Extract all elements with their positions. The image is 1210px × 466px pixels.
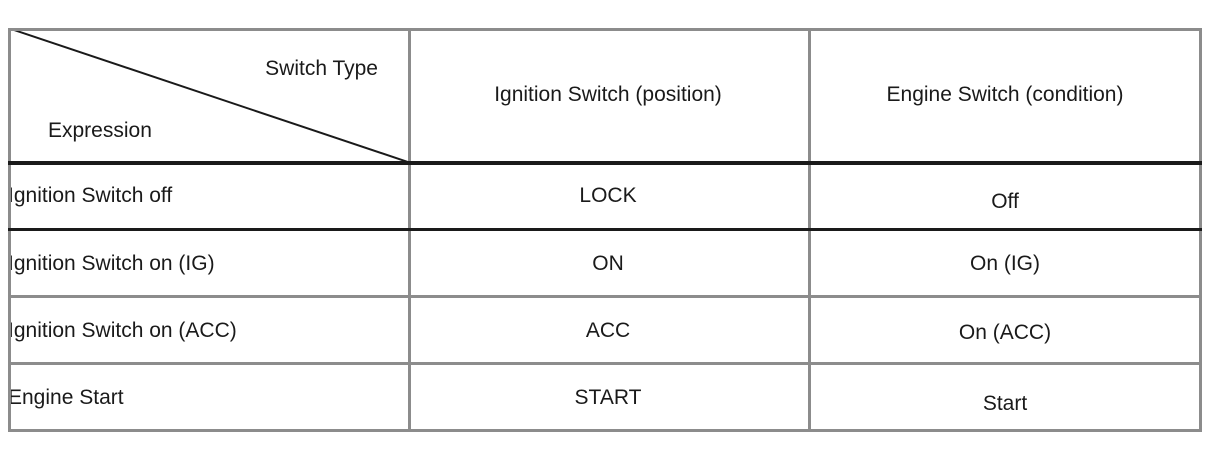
- table-border-bottom: [8, 429, 1202, 432]
- corner-label-switch-type: Switch Type: [265, 57, 378, 80]
- corner-label-expression: Expression: [48, 119, 152, 143]
- cell-ignition-position-start: START: [408, 364, 808, 432]
- column-header-engine-switch-condition: Engine Switch (condition): [808, 28, 1202, 163]
- row-divider-1: [8, 228, 1202, 231]
- table-row: Engine Start START Start: [8, 364, 1202, 432]
- cell-ignition-position-acc: ACC: [408, 297, 808, 365]
- row-label-engine-start: Engine Start: [8, 364, 408, 432]
- cell-engine-condition-on-acc: On (ACC): [808, 297, 1202, 365]
- row-label-ignition-switch-off: Ignition Switch off: [8, 162, 408, 230]
- table-row: Ignition Switch off LOCK Off: [8, 162, 1202, 230]
- row-label-ignition-switch-on-ig: Ignition Switch on (IG): [8, 229, 408, 298]
- column-header-ignition-switch-position: Ignition Switch (position): [408, 28, 808, 163]
- corner-header-cell: Switch Type Expression: [8, 28, 408, 163]
- header-bottom-rule: [8, 161, 1202, 165]
- cell-ignition-position-on: ON: [408, 229, 808, 298]
- cell-engine-condition-start: Start: [808, 364, 1202, 432]
- table-row: Ignition Switch on (ACC) ACC On (ACC): [8, 297, 1202, 365]
- row-label-ignition-switch-on-acc: Ignition Switch on (ACC): [8, 297, 408, 365]
- table-row: Ignition Switch on (IG) ON On (IG): [8, 229, 1202, 298]
- cell-ignition-position-lock: LOCK: [408, 162, 808, 230]
- table-header-row: Switch Type Expression Ignition Switch (…: [8, 28, 1202, 163]
- table-border-top: [8, 28, 1202, 31]
- row-divider-3: [8, 362, 1202, 365]
- row-divider-2: [8, 295, 1202, 298]
- cell-engine-condition-off: Off: [808, 162, 1202, 230]
- cell-engine-condition-on-ig: On (IG): [808, 229, 1202, 298]
